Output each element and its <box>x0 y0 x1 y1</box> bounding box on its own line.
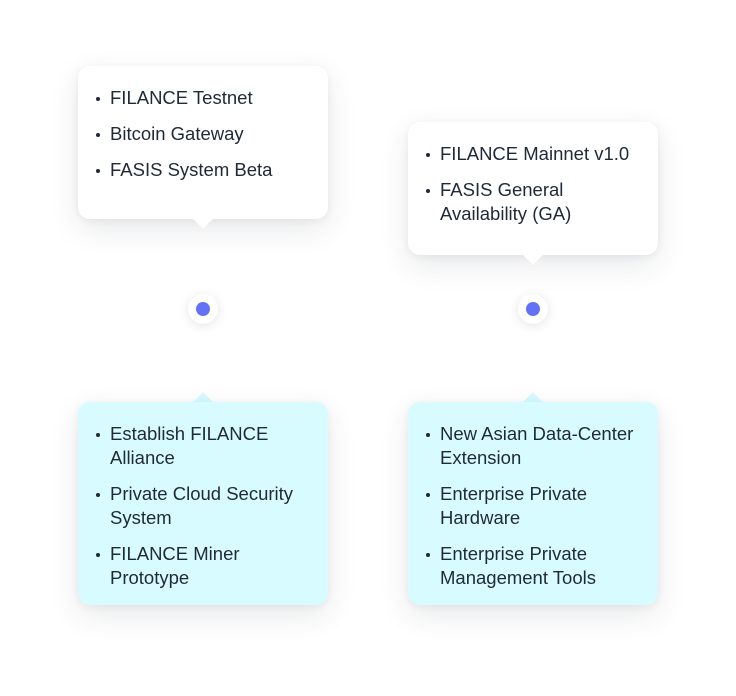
milestone-card-top-1: FILANCE Testnet Bitcoin Gateway FASIS Sy… <box>78 66 328 219</box>
list-item: Establish FILANCE Alliance <box>96 422 312 470</box>
list-item: FILANCE Testnet <box>96 86 312 110</box>
list-item: Private Cloud Security System <box>96 482 312 530</box>
timeline-dot <box>526 302 540 316</box>
milestone-list: FILANCE Mainnet v1.0 FASIS General Avail… <box>426 142 642 226</box>
milestone-list: FILANCE Testnet Bitcoin Gateway FASIS Sy… <box>96 86 312 182</box>
timeline-node-1 <box>188 294 218 324</box>
milestone-list: New Asian Data-Center Extension Enterpri… <box>426 422 642 590</box>
timeline-dot <box>196 302 210 316</box>
list-item: FASIS System Beta <box>96 158 312 182</box>
list-item: FASIS General Availability (GA) <box>426 178 642 226</box>
list-item: Enterprise Private Hardware <box>426 482 642 530</box>
list-item: Bitcoin Gateway <box>96 122 312 146</box>
list-item: Enterprise Private Management Tools <box>426 542 642 590</box>
list-item: FILANCE Mainnet v1.0 <box>426 142 642 166</box>
milestone-card-top-2: FILANCE Mainnet v1.0 FASIS General Avail… <box>408 122 658 255</box>
list-item: FILANCE Miner Prototype <box>96 542 312 590</box>
milestone-card-bottom-1: Establish FILANCE Alliance Private Cloud… <box>78 402 328 605</box>
milestone-list: Establish FILANCE Alliance Private Cloud… <box>96 422 312 590</box>
milestone-card-bottom-2: New Asian Data-Center Extension Enterpri… <box>408 402 658 605</box>
list-item: New Asian Data-Center Extension <box>426 422 642 470</box>
timeline-node-2 <box>518 294 548 324</box>
